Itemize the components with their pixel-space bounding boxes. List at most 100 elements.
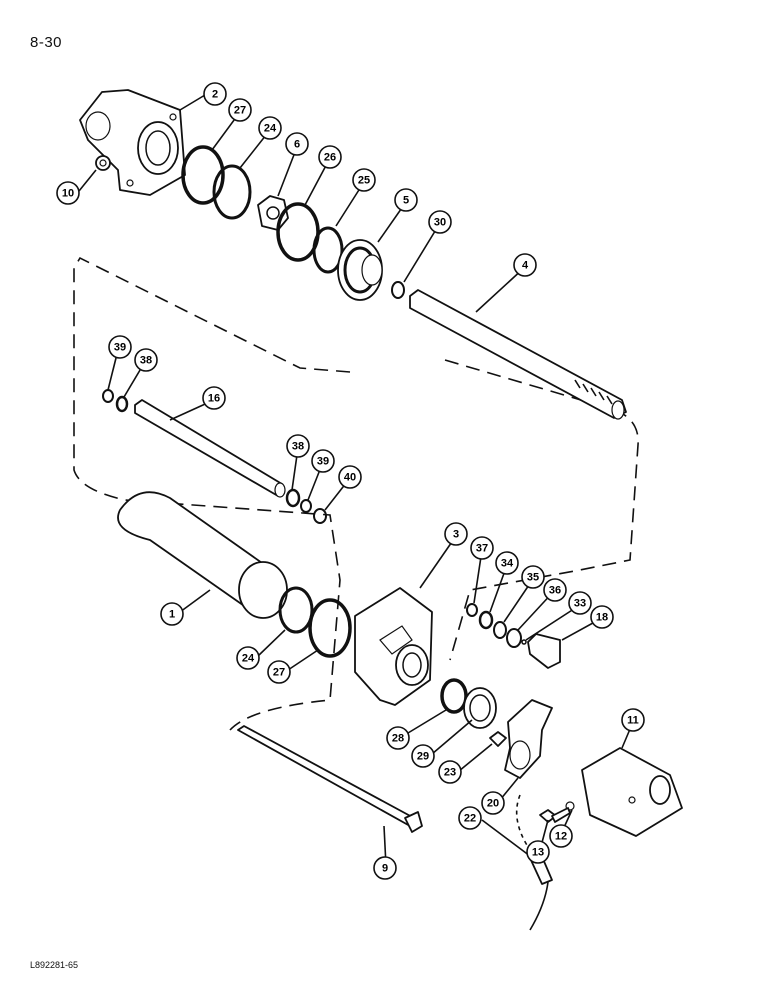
callout-1: 1 [160,602,184,626]
callout-circle [318,145,342,169]
callout-circle [203,82,227,106]
callout-label: 39 [317,456,329,468]
callout-38: 38 [286,434,310,458]
small-ring-40 [313,508,327,524]
callout-6: 6 [285,132,309,156]
callout-circle [526,840,550,864]
callout-label: 4 [522,260,529,272]
callout-34: 34 [495,551,519,575]
callout-label: 28 [392,733,404,745]
callout-circle [56,181,80,205]
callout-label: 16 [208,393,220,405]
callout-circle [373,856,397,880]
callout-24: 24 [258,116,282,140]
ring-35 [493,621,507,639]
callout-9: 9 [373,856,397,880]
callout-label: 39 [114,342,126,354]
callout-22: 22 [458,806,482,830]
callout-circle [568,591,592,615]
cylinder-base-end [354,587,433,706]
cylinder-end-cap [79,89,186,196]
callout-13: 13 [526,840,550,864]
callout-label: 35 [527,572,539,584]
callout-circle [438,760,462,784]
ring-36 [506,628,522,648]
callout-5: 5 [394,188,418,212]
o-ring [212,164,252,220]
callout-circle [386,726,410,750]
callout-label: 6 [294,139,300,151]
callout-label: 13 [532,847,544,859]
callout-label: 2 [212,89,218,101]
tie-rod [237,725,423,833]
callout-circle [160,602,184,626]
callout-label: 10 [62,188,74,200]
transfer-tube [134,399,286,498]
clamp-block [489,731,507,747]
callout-label: 9 [382,863,388,875]
callout-circle [228,98,252,122]
callout-label: 33 [574,598,586,610]
callout-circle [134,348,158,372]
backup-ring-barrel [308,598,352,658]
callout-39: 39 [108,335,132,359]
callout-29: 29 [411,744,435,768]
callout-label: 11 [627,715,639,727]
piston-rod [409,289,627,420]
callout-10: 10 [56,181,80,205]
callout-label: 34 [501,558,514,570]
callout-circle [352,168,376,192]
backup-ring-2 [276,202,320,262]
callout-label: 36 [549,585,561,597]
bolt [539,807,571,823]
o-ring-2 [312,226,344,274]
page-number: 8-30 [30,34,63,51]
callout-group: 2272462625530410393816383940337343536331… [56,82,645,880]
callout-circle [621,708,645,732]
callout-label: 22 [464,813,476,825]
o-ring-barrel [278,586,314,634]
callout-circle [549,824,573,848]
callout-3: 3 [444,522,468,546]
plug [527,633,561,669]
callout-28: 28 [386,726,410,750]
small-ring-39 [102,389,114,403]
callout-39: 39 [311,449,335,473]
small-ring-38 [115,395,129,413]
callout-35: 35 [521,565,545,589]
callout-18: 18 [590,605,614,629]
clevis [581,747,683,837]
small-nut [95,155,111,171]
callout-label: 24 [264,123,277,135]
callout-30: 30 [428,210,452,234]
callout-label: 38 [292,441,304,453]
small-ring-39b [300,499,312,513]
callout-4: 4 [513,253,537,277]
hose-clamp [504,699,553,779]
callout-label: 38 [140,355,152,367]
callout-circle [521,565,545,589]
callout-circle [513,253,537,277]
callout-16: 16 [202,386,226,410]
callout-37: 37 [470,536,494,560]
small-ring-38b [285,488,301,508]
callout-26: 26 [318,145,342,169]
figure-code: L892281-65 [30,960,79,970]
callout-circle [338,465,362,489]
callout-label: 26 [324,152,336,164]
callout-circle [202,386,226,410]
callout-label: 12 [555,831,567,843]
callout-label: 24 [242,653,255,665]
callout-circle [481,791,505,815]
callout-label: 23 [444,767,456,779]
callout-25: 25 [352,168,376,192]
callout-circle [311,449,335,473]
callout-label: 20 [487,798,499,810]
callout-label: 1 [169,609,175,621]
callout-circle [590,605,614,629]
callout-label: 25 [358,175,370,187]
callout-33: 33 [568,591,592,615]
callout-circle [470,536,494,560]
callout-label: 18 [596,612,608,624]
callout-circle [458,806,482,830]
